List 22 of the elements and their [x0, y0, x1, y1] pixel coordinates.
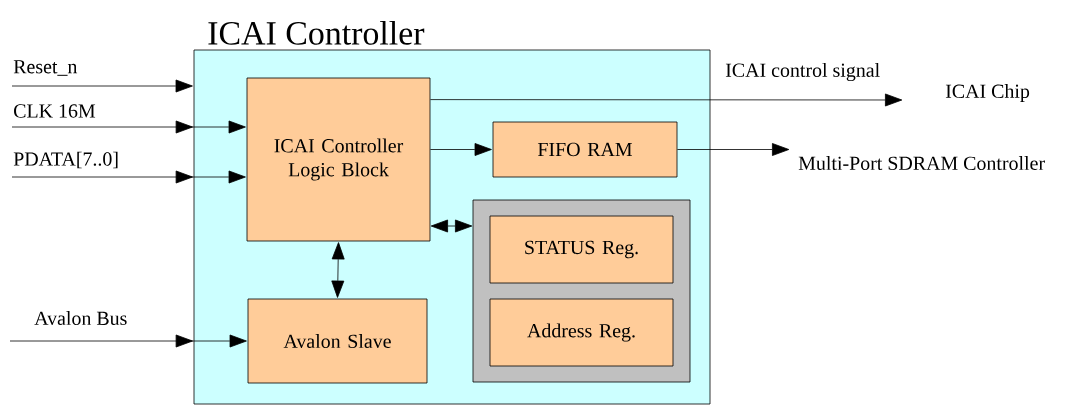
- arrow: [430, 93, 903, 107]
- arrow: [430, 219, 473, 233]
- arrow: [430, 143, 492, 156]
- target-label: ICAI Chip: [945, 83, 1030, 103]
- arrow: [11, 120, 246, 134]
- edge-label: CLK 16M: [14, 104, 96, 118]
- target-label: Multi-Port SDRAM Controller: [798, 156, 1045, 170]
- edge-label: ICAI control signal: [725, 62, 880, 82]
- block-box: Avalon Slave: [247, 298, 428, 384]
- block-box: STATUS Reg.: [489, 215, 674, 284]
- block-box: Address Reg.: [489, 298, 674, 367]
- block-box: ICAI Controller Logic Block: [246, 77, 431, 242]
- edge-label: PDATA[7..0]: [13, 151, 118, 169]
- edge-label: Reset_n: [13, 60, 78, 76]
- node-label: ICAI Controller: [208, 20, 425, 45]
- arrow: [9, 334, 247, 348]
- block-box: FIFO RAM: [492, 121, 678, 178]
- edge-label: Avalon Bus: [34, 311, 127, 325]
- arrow: [677, 143, 790, 156]
- arrow: [11, 170, 246, 184]
- arrow: [331, 242, 345, 298]
- arrow: [11, 79, 193, 93]
